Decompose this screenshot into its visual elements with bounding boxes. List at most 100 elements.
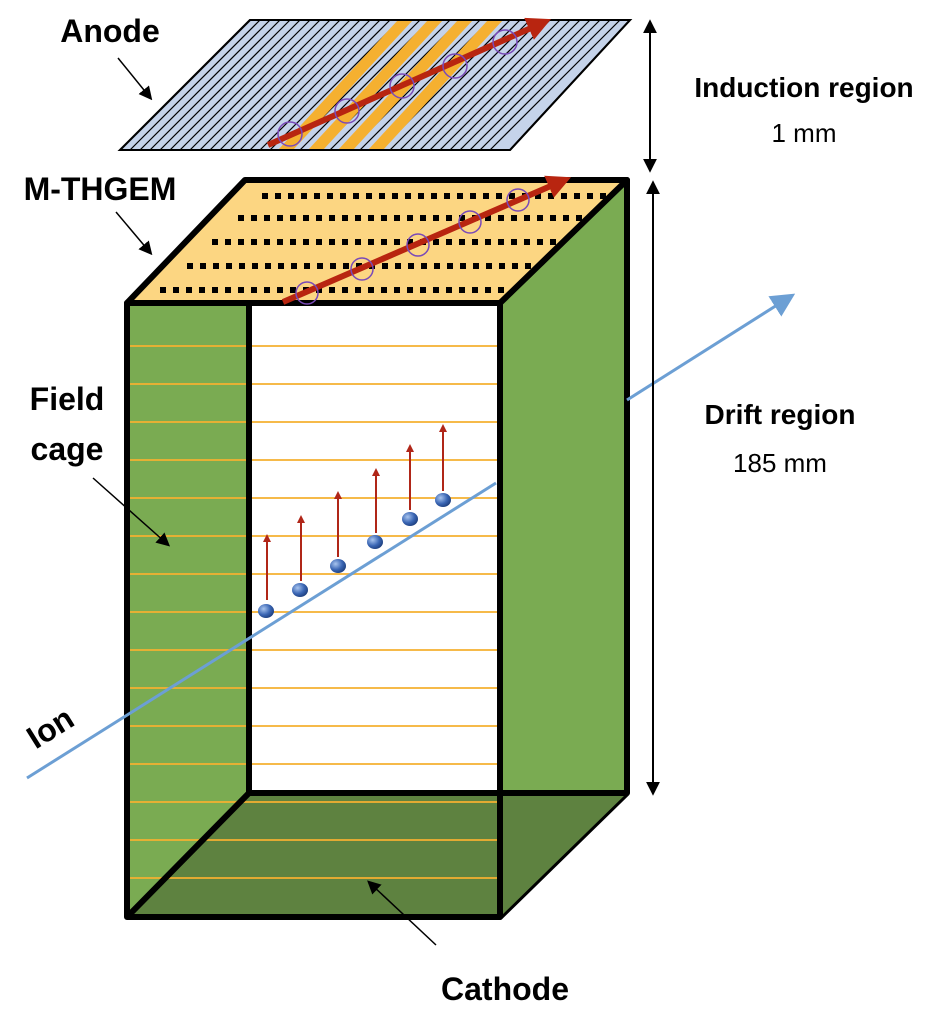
mthgem-hole <box>238 287 244 293</box>
mthgem-hole <box>343 263 349 269</box>
mthgem-hole <box>278 263 284 269</box>
mthgem-hole <box>355 215 361 221</box>
mthgem-hole <box>485 287 491 293</box>
drift-electrons <box>258 424 451 618</box>
mthgem-hole <box>381 239 387 245</box>
anode-wire <box>399 19 531 151</box>
mthgem-hole <box>460 263 466 269</box>
mthgem-hole <box>485 239 491 245</box>
mthgem-hole <box>355 239 361 245</box>
mthgem-hole <box>173 287 179 293</box>
anode-wire <box>479 19 611 151</box>
mthgem-hole <box>420 287 426 293</box>
mthgem-hole <box>434 263 440 269</box>
mthgem-hole <box>199 287 205 293</box>
cathode-label: Cathode <box>441 971 569 1007</box>
mthgem-hole <box>473 263 479 269</box>
mthgem-hole <box>381 287 387 293</box>
mthgem-hole <box>499 263 505 269</box>
mthgem-hole <box>225 239 231 245</box>
mthgem-hole <box>459 239 465 245</box>
anode-wire <box>459 19 591 151</box>
mthgem-hole <box>444 193 450 199</box>
ion-label: Ion <box>20 700 80 756</box>
mthgem-hole <box>496 193 502 199</box>
field-cage-pointer <box>92 477 171 547</box>
anode-wire <box>449 19 581 151</box>
mthgem-hole <box>407 287 413 293</box>
anode-wire <box>219 19 351 151</box>
mthgem-hole <box>459 287 465 293</box>
anode-wire <box>149 19 281 151</box>
mthgem-hole <box>498 287 504 293</box>
mthgem-hole <box>405 193 411 199</box>
mthgem-hole <box>407 239 413 245</box>
mthgem-hole <box>548 193 554 199</box>
mthgem-hole <box>368 215 374 221</box>
ion-track-front <box>26 481 497 780</box>
mthgem-hole <box>368 287 374 293</box>
mthgem-hole <box>316 239 322 245</box>
mthgem-hole <box>433 215 439 221</box>
cathode-pointer <box>367 880 437 946</box>
mthgem-hole <box>264 215 270 221</box>
anode-wire <box>469 19 601 151</box>
mthgem-hit-circles <box>295 188 530 305</box>
anode-wire <box>439 19 571 151</box>
mthgem-hole <box>418 193 424 199</box>
mthgem-hole <box>537 215 543 221</box>
mthgem-hole <box>433 287 439 293</box>
mthgem-hole <box>382 263 388 269</box>
mthgem-hole <box>342 287 348 293</box>
anode-pointer <box>117 57 153 101</box>
anode-hit-circles <box>277 29 518 147</box>
field-cage-label-line1: Field <box>30 381 105 417</box>
mthgem-hole <box>366 193 372 199</box>
mthgem-hole <box>407 215 413 221</box>
anode-wire <box>129 19 261 151</box>
mthgem-hole <box>317 263 323 269</box>
mthgem-plate <box>124 175 630 306</box>
mthgem-hole <box>264 287 270 293</box>
mthgem-hole <box>394 287 400 293</box>
mthgem-hole-pattern <box>160 193 606 293</box>
mthgem-hole <box>498 239 504 245</box>
mthgem-hole <box>316 215 322 221</box>
drift-region-label: Drift region <box>705 399 856 430</box>
anode-plane <box>117 17 633 151</box>
mthgem-hole <box>212 287 218 293</box>
mthgem-hole <box>329 239 335 245</box>
mthgem-hole <box>342 239 348 245</box>
drift-arrows <box>263 424 447 600</box>
mthgem-pointer <box>115 211 153 256</box>
anode-wire <box>169 19 301 151</box>
mthgem-hole <box>392 193 398 199</box>
mthgem-hole <box>511 215 517 221</box>
mthgem-hole <box>472 239 478 245</box>
mthgem-hole <box>290 215 296 221</box>
induction-size-label: 1 mm <box>772 118 837 148</box>
mthgem-hole <box>200 263 206 269</box>
anode-wire <box>189 19 321 151</box>
anode-wire <box>139 19 271 151</box>
anode-wire <box>209 19 341 151</box>
mthgem-hole <box>485 215 491 221</box>
mthgem-hole <box>277 239 283 245</box>
field-cage-label-line2: cage <box>31 431 104 467</box>
drift-size-label: 185 mm <box>733 448 827 478</box>
mthgem-hole <box>288 193 294 199</box>
mthgem-hole <box>342 215 348 221</box>
mthgem-hole <box>290 287 296 293</box>
mthgem-hole <box>537 239 543 245</box>
mthgem-hole <box>262 193 268 199</box>
mthgem-hole <box>420 215 426 221</box>
mthgem-hole <box>329 287 335 293</box>
mthgem-hole <box>486 263 492 269</box>
anode-wire <box>259 19 391 151</box>
mthgem-hole <box>187 263 193 269</box>
field-cage-strips <box>127 345 500 879</box>
anode-wire <box>489 19 621 151</box>
mthgem-hole <box>446 239 452 245</box>
mthgem-hole <box>446 287 452 293</box>
mthgem-hole <box>160 287 166 293</box>
